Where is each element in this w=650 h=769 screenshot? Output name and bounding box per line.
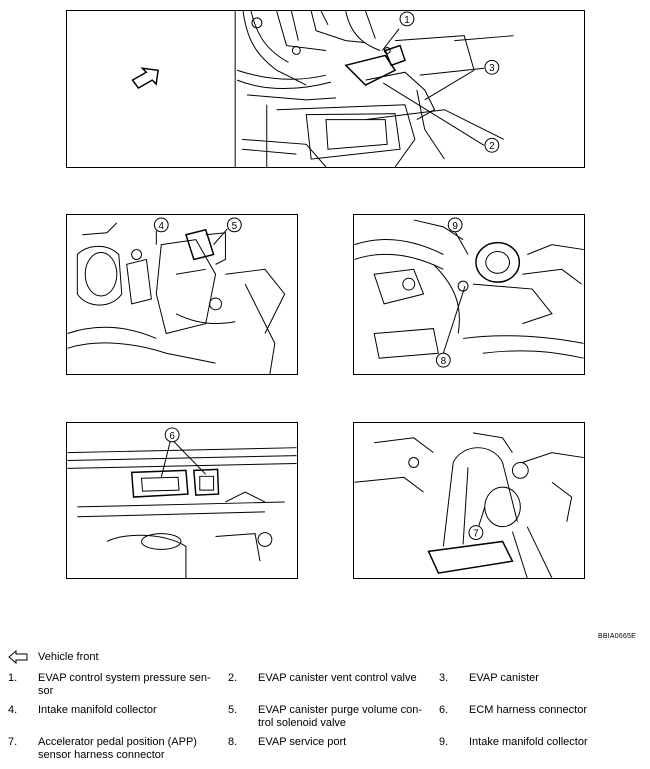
callout-3-leader: [419, 67, 485, 76]
evap-canister-drawing: 1 2 3: [131, 11, 514, 167]
callout-3-circle: [484, 59, 500, 75]
callout-6-circle: [164, 427, 180, 443]
ecm-connector-illustration: 6: [66, 422, 298, 579]
callout-1-number: 1: [404, 15, 409, 26]
callout-6-leader-a: [160, 441, 171, 478]
callout-8-leader: [442, 285, 466, 354]
callout-1-leader: [381, 28, 400, 51]
evap-canister-illustration: 1 2 3: [66, 10, 585, 168]
legend-text: Accelerator pedal position (APP) sensor …: [38, 736, 197, 761]
callout-8-circle: [435, 352, 451, 368]
legend-text: Intake manifold collector: [38, 704, 157, 716]
callout-5-number: 5: [232, 221, 238, 232]
callout-6-leader-b: [173, 441, 207, 475]
ecm-connector-drawing: 6: [67, 427, 297, 578]
callout-9-circle: [447, 217, 463, 233]
legend-text: EVAP canister vent control valve: [258, 672, 417, 684]
legend-text: EVAP canister: [469, 672, 539, 684]
figure-reference-code: BBIA0665E: [598, 633, 636, 640]
callout-7-circle: [468, 525, 484, 540]
legend-number: 6.: [439, 704, 449, 716]
legend-text: ECM harness connector: [469, 704, 587, 716]
callout-5-circle: [226, 217, 242, 233]
callout-6-number: 6: [169, 431, 175, 442]
vehicle-front-label: Vehicle front: [38, 651, 99, 663]
legend-text: EVAP control system pressure sen- sor: [38, 672, 211, 697]
callout-3-number: 3: [489, 63, 495, 74]
legend-number: 3.: [439, 672, 449, 684]
callout-7-leader: [478, 506, 486, 526]
callout-1-circle: [399, 11, 415, 27]
callout-8-number: 8: [441, 356, 447, 367]
evap-service-port-drawing: 9 8: [354, 217, 584, 368]
callout-2-leader: [383, 82, 485, 146]
legend-number: 9.: [439, 736, 449, 748]
intake-manifold-illustration: 4 5: [66, 214, 298, 375]
callout-4-number: 4: [159, 221, 165, 232]
legend-text: EVAP service port: [258, 736, 347, 748]
callout-9-number: 9: [452, 221, 458, 232]
legend-number: 2.: [228, 672, 238, 684]
app-sensor-illustration: 7: [353, 422, 585, 579]
callout-5-leader: [213, 228, 228, 245]
evap-service-port-illustration: 9 8: [353, 214, 585, 375]
legend-number: 7.: [8, 736, 18, 748]
legend-number: 4.: [8, 704, 18, 716]
legend-text: Intake manifold collector: [469, 736, 588, 748]
callout-7-number: 7: [473, 529, 478, 540]
callout-9-leader: [454, 231, 469, 255]
legend-number: 1.: [8, 672, 18, 684]
callout-2-circle: [484, 137, 500, 153]
vehicle-front-arrow-icon: [131, 67, 159, 89]
legend-text: EVAP canister purge volume con- trol sol…: [258, 704, 423, 729]
legend-number: 5.: [228, 704, 238, 716]
legend-number: 8.: [228, 736, 238, 748]
callout-4-circle: [153, 217, 169, 233]
vehicle-front-arrow-icon: [8, 650, 28, 664]
intake-manifold-drawing: 4 5: [67, 217, 286, 374]
app-sensor-drawing: 7: [354, 432, 584, 578]
callout-2-number: 2: [489, 141, 494, 152]
